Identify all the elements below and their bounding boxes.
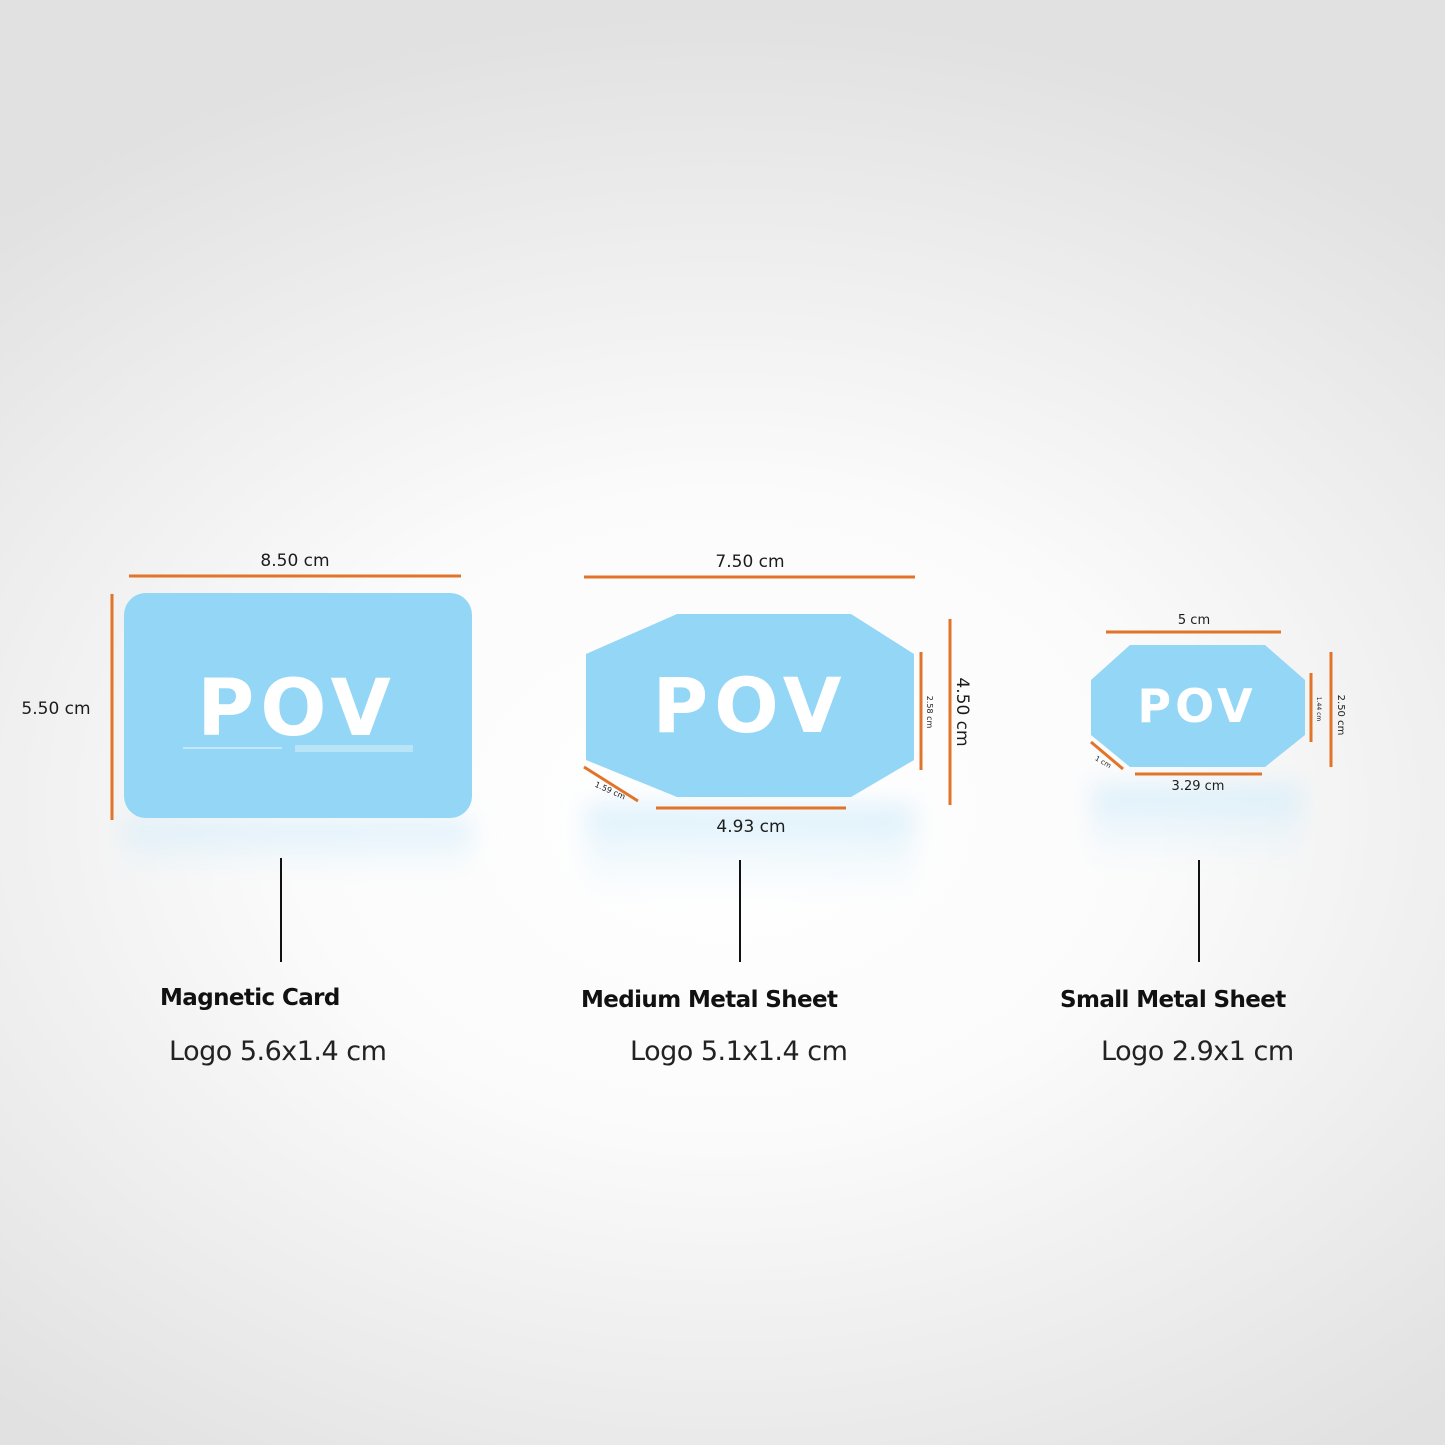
small-sheet-height-label: 2.50 cm [1335,695,1346,736]
small-sheet-logo-size: Logo 2.9x1 cm [1101,1036,1294,1067]
small-sheet-title: Small Metal Sheet [1060,987,1286,1013]
medium-sheet-logo: POV [652,661,847,750]
medium-sheet-title: Medium Metal Sheet [581,987,838,1013]
medium-sheet-group: POV 7.50 cm 4.50 cm 2.58 cm 4.93 cm 1.59… [583,552,972,962]
small-sheet-logo: POV [1137,679,1256,733]
small-sheet-side-label: 1.44 cm [1315,697,1322,722]
medium-sheet-reflection [586,805,914,905]
medium-sheet-height-label: 4.50 cm [952,677,972,746]
magnetic-card-width-label: 8.50 cm [260,551,329,571]
small-sheet-bottom-label: 3.29 cm [1172,779,1225,794]
medium-sheet-side-label: 2.58 cm [925,696,934,729]
magnetic-card-logo: POV [197,664,397,754]
magnetic-card-logo-size: Logo 5.6x1.4 cm [169,1036,387,1067]
magnetic-card-logo-tagline [295,745,413,752]
magnetic-card-height-label: 5.50 cm [21,699,90,719]
medium-sheet-corner-dimension-line [583,765,639,803]
magnetic-card-group: POV 8.50 cm 5.50 cm [21,551,472,962]
small-sheet-reflection [1092,785,1302,875]
magnetic-card-title: Magnetic Card [160,985,340,1011]
magnetic-card-plate [124,593,472,818]
medium-sheet-plate [586,614,914,797]
small-sheet-width-label: 5 cm [1178,613,1210,628]
small-sheet-corner-dimension-line [1090,740,1124,771]
medium-sheet-logo-size: Logo 5.1x1.4 cm [630,1036,848,1067]
magnetic-card-reflection [124,820,472,880]
small-sheet-group: POV 5 cm 2.50 cm 1.44 cm 3.29 cm 1 cm [1090,613,1346,962]
small-sheet-plate [1091,645,1305,767]
medium-sheet-bottom-label: 4.93 cm [716,817,785,837]
medium-sheet-width-label: 7.50 cm [715,552,784,572]
